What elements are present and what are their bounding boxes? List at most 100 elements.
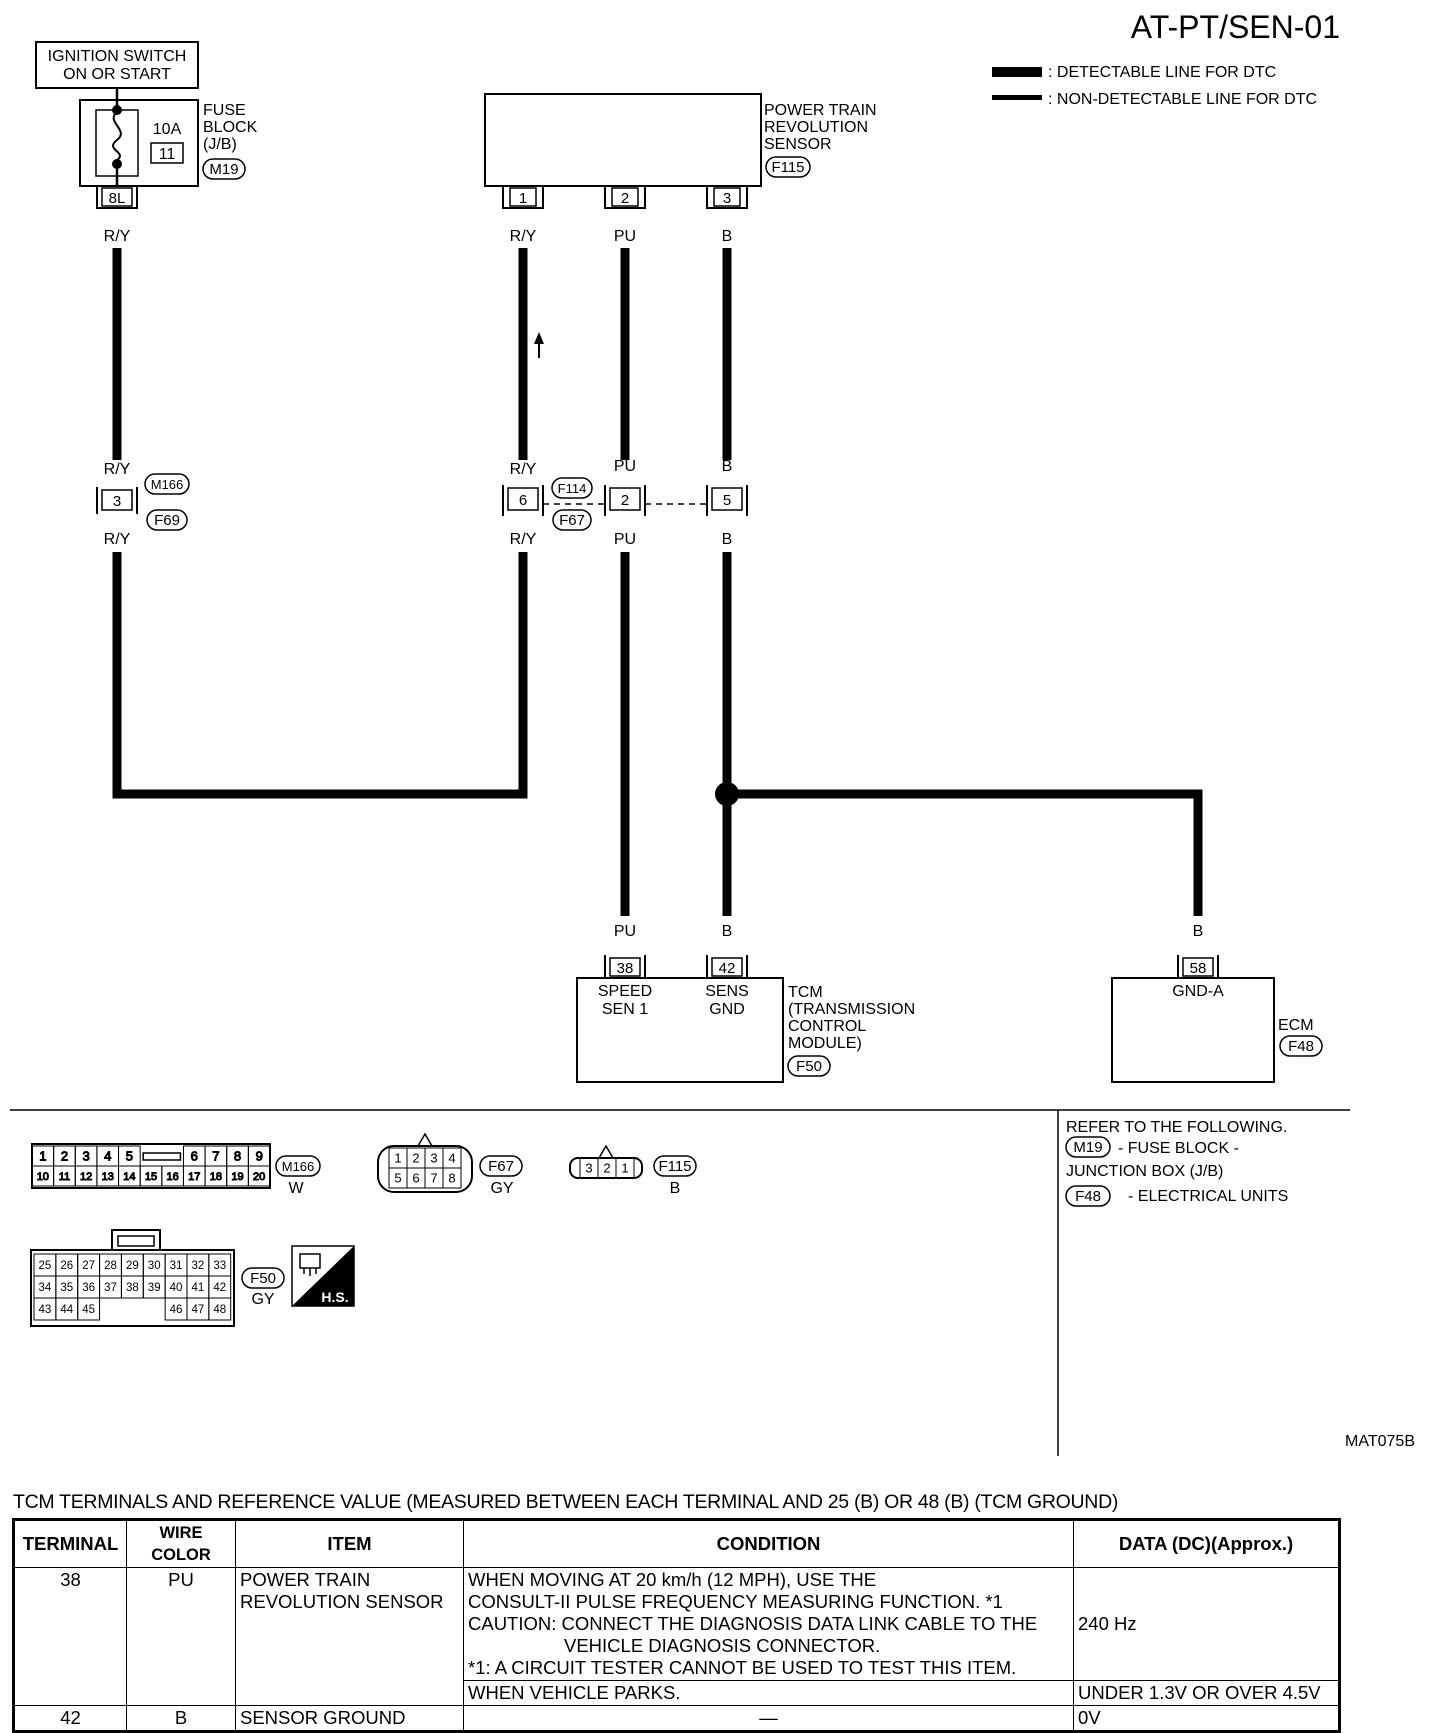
wiring-diagram: AT-PT/SEN-01 : DETECTABLE LINE FOR DTC :… xyxy=(10,9,1415,1456)
svg-text:R/Y: R/Y xyxy=(510,228,537,245)
svg-text:REVOLUTION: REVOLUTION xyxy=(764,119,868,136)
svg-text:SPEED: SPEED xyxy=(598,983,652,1000)
pin-label: 41 xyxy=(192,1282,205,1294)
pin-label: 5 xyxy=(126,1149,133,1164)
svg-text:M19: M19 xyxy=(1073,1139,1102,1156)
svg-text:5: 5 xyxy=(723,492,731,509)
pin-label: 25 xyxy=(39,1260,52,1272)
svg-text:2: 2 xyxy=(621,492,629,509)
svg-text:M166: M166 xyxy=(282,1159,315,1174)
svg-text:R/Y: R/Y xyxy=(510,531,537,548)
svg-text:CONTROL: CONTROL xyxy=(788,1018,866,1035)
pin-label: 1 xyxy=(39,1149,46,1164)
detectable-wires xyxy=(112,248,1203,916)
pin-label: 2 xyxy=(61,1149,68,1164)
legend-non-detectable: : NON-DETECTABLE LINE FOR DTC xyxy=(1048,91,1317,108)
tcm-terminal-table: TERMINAL WIRE COLOR ITEM CONDITION DATA … xyxy=(12,1518,1341,1733)
header-condition: CONDITION xyxy=(463,1519,1074,1568)
joint-connector-m166: R/Y 3 M166 F69 R/Y xyxy=(96,461,190,548)
pin-label: 34 xyxy=(39,1282,52,1294)
svg-text:F115: F115 xyxy=(771,159,804,176)
svg-text:F115: F115 xyxy=(658,1158,691,1175)
fuse-block: 10A 11 FUSE BLOCK (J/B) M19 8L xyxy=(79,99,258,209)
cell-wire: PU xyxy=(126,1567,236,1706)
harness-side-badge: H.S. xyxy=(291,1245,355,1307)
pin-label: 19 xyxy=(231,1171,243,1183)
pin-label: 47 xyxy=(192,1304,205,1316)
pin-cell xyxy=(77,1297,101,1321)
cell-terminal: 38 xyxy=(13,1567,127,1706)
pin-label: 20 xyxy=(253,1171,265,1183)
pin-label: 9 xyxy=(256,1149,263,1164)
svg-text:8L: 8L xyxy=(109,190,126,207)
pin-label: 45 xyxy=(82,1304,95,1316)
pin-label: 31 xyxy=(170,1260,183,1272)
pin-label: 44 xyxy=(60,1304,73,1316)
pin-label: 38 xyxy=(126,1282,139,1294)
svg-text:SENS: SENS xyxy=(705,983,749,1000)
legend-thin-line xyxy=(992,95,1042,100)
pin-label: 5 xyxy=(394,1171,401,1186)
svg-text:R/Y: R/Y xyxy=(104,461,131,478)
svg-text:SEN 1: SEN 1 xyxy=(602,1001,648,1018)
svg-text:F50: F50 xyxy=(796,1058,822,1075)
cell-condition: WHEN VEHICLE PARKS. xyxy=(463,1680,1074,1706)
svg-text:REFER TO THE FOLLOWING.: REFER TO THE FOLLOWING. xyxy=(1066,1119,1287,1136)
svg-text:B: B xyxy=(722,458,733,475)
svg-text:F67: F67 xyxy=(488,1158,514,1175)
svg-text:ON OR START: ON OR START xyxy=(63,66,171,83)
svg-text:B: B xyxy=(722,531,733,548)
svg-text:W: W xyxy=(288,1180,304,1197)
svg-text:B: B xyxy=(1193,923,1204,940)
table-header-row: TERMINAL WIRE COLOR ITEM CONDITION DATA … xyxy=(13,1519,1340,1568)
svg-text:(J/B): (J/B) xyxy=(203,136,237,153)
pin-label: 14 xyxy=(123,1171,135,1183)
header-item: ITEM xyxy=(235,1519,464,1568)
svg-text:TCM: TCM xyxy=(788,984,823,1001)
pin-label: 6 xyxy=(191,1149,198,1164)
pin-label: 32 xyxy=(192,1260,205,1272)
svg-text:M166: M166 xyxy=(151,477,184,492)
svg-text:M19: M19 xyxy=(209,161,238,178)
connector-key-slot xyxy=(142,1152,182,1161)
cell-condition: WHEN MOVING AT 20 km/h (12 MPH), USE THE… xyxy=(463,1567,1074,1681)
svg-text:GND: GND xyxy=(709,1001,745,1018)
svg-text:F69: F69 xyxy=(154,512,180,529)
pin-label: 7 xyxy=(430,1171,437,1186)
splice-point xyxy=(715,782,739,806)
svg-text:GND-A: GND-A xyxy=(1172,983,1224,1000)
current-arrow-icon xyxy=(534,332,544,358)
legend-thick-line xyxy=(992,67,1042,77)
svg-text:B: B xyxy=(722,923,733,940)
pin-label: 29 xyxy=(126,1260,139,1272)
pin-label: 13 xyxy=(102,1171,114,1183)
pin-label: 8 xyxy=(234,1149,241,1164)
svg-text:10A: 10A xyxy=(153,121,182,138)
wire-ry-lower-loop xyxy=(112,552,528,799)
cell-data: 240 Hz xyxy=(1073,1567,1340,1681)
header-terminal: TERMINAL xyxy=(13,1519,127,1568)
table-caption: TCM TERMINALS AND REFERENCE VALUE (MEASU… xyxy=(13,1491,1119,1513)
pin-label: 4 xyxy=(448,1151,455,1166)
pin-label: 4 xyxy=(104,1149,111,1164)
ecm-module: B 58 GND-A ECM F48 xyxy=(1111,923,1323,1083)
pin-label: 1 xyxy=(394,1151,401,1166)
header-data: DATA (DC)(Approx.) xyxy=(1073,1519,1340,1568)
pin-label: 40 xyxy=(170,1282,183,1294)
pin-label: 39 xyxy=(148,1282,161,1294)
power-train-revolution-sensor: POWER TRAIN REVOLUTION SENSOR F115 1 2 3 xyxy=(484,93,877,209)
pin-label: 48 xyxy=(213,1304,226,1316)
cell-data: UNDER 1.3V OR OVER 4.5V xyxy=(1073,1680,1340,1706)
refer-section: REFER TO THE FOLLOWING. M19 - FUSE BLOCK… xyxy=(1065,1119,1288,1207)
pin-label: 43 xyxy=(39,1304,52,1316)
pin-cell xyxy=(442,1167,462,1189)
pin-label: 28 xyxy=(104,1260,117,1272)
svg-text:PU: PU xyxy=(614,531,636,548)
svg-text:F48: F48 xyxy=(1075,1188,1101,1205)
pin-label: 3 xyxy=(585,1161,592,1176)
svg-text:H.S.: H.S. xyxy=(321,1289,348,1305)
pin-cell xyxy=(208,1297,232,1321)
